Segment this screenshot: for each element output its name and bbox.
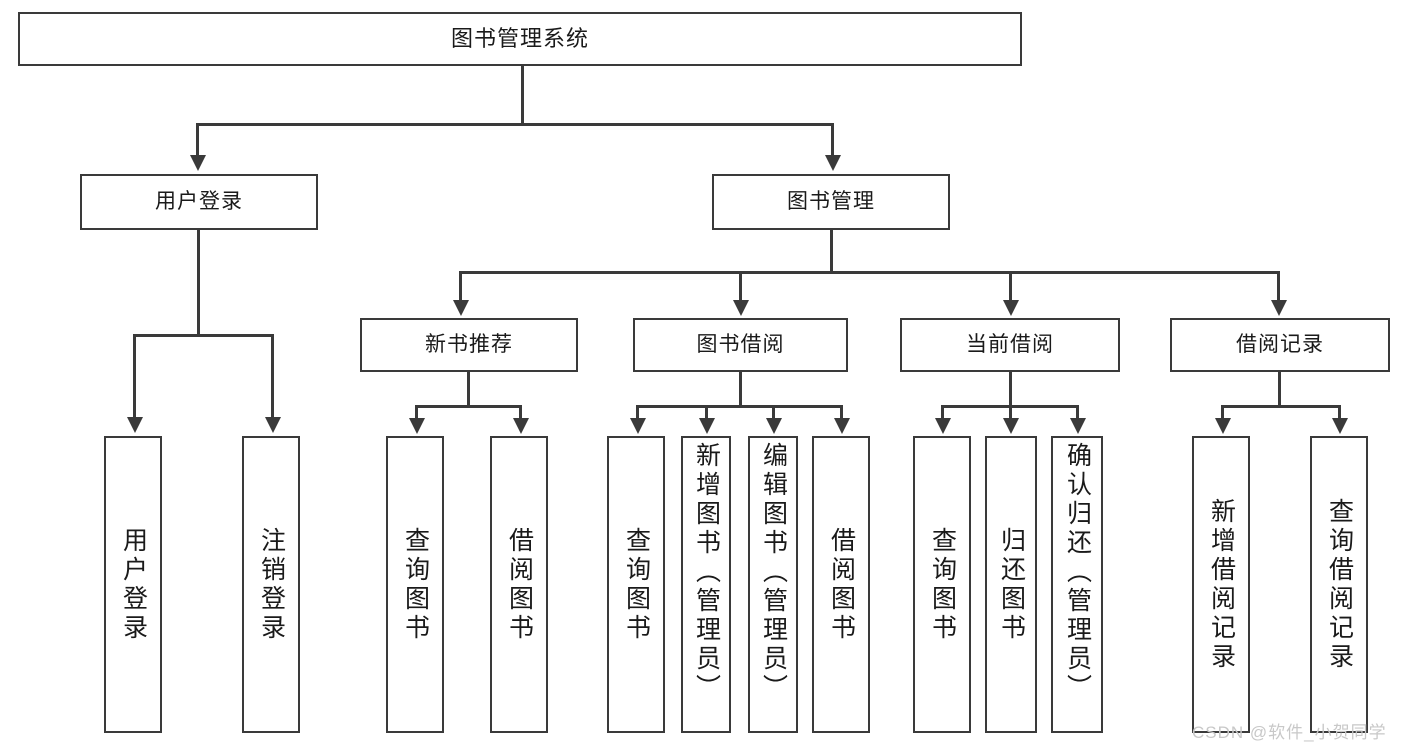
leaf-query-book-borrow[interactable]: 查询图书 [607, 436, 665, 733]
leaf-return-book[interactable]: 归还图书 [985, 436, 1037, 733]
arrow-current-to-l3 [1070, 418, 1086, 434]
node-label: 注销登录 [257, 526, 286, 643]
node-label: 查询图书 [401, 526, 430, 643]
node-book-borrow[interactable]: 图书借阅 [633, 318, 848, 372]
edge-record-to-l2 [1338, 405, 1341, 420]
leaf-query-book-recommend[interactable]: 查询图书 [386, 436, 444, 733]
node-label: 图书借阅 [696, 333, 785, 357]
node-label: 借阅记录 [1236, 333, 1324, 357]
arrow-current-to-l1 [935, 418, 951, 434]
edge-borrow-to-l1 [636, 405, 639, 420]
edge-record-to-l1 [1221, 405, 1224, 420]
arrow-current-to-l2 [1003, 418, 1019, 434]
node-label: 用户登录 [155, 190, 243, 214]
arrow-book-to-c3 [1003, 300, 1019, 316]
node-label: 当前借阅 [966, 333, 1054, 357]
arrow-user-to-leaf2 [265, 417, 281, 433]
leaf-logout[interactable]: 注销登录 [242, 436, 300, 733]
leaf-add-book-admin[interactable]: 新增图书（管理员） [681, 436, 731, 733]
edge-borrow-to-l2 [705, 405, 708, 420]
node-label: 用户登录 [119, 526, 148, 643]
arrow-user-to-leaf1 [127, 417, 143, 433]
edge-borrow-stem [739, 372, 742, 408]
edge-book-to-c4 [1277, 271, 1280, 303]
arrow-book-to-c4 [1271, 300, 1287, 316]
arrow-borrow-to-l2 [699, 418, 715, 434]
node-label: 确认归还（管理员） [1063, 442, 1092, 703]
edge-user-bar [133, 334, 274, 337]
node-label: 查询借阅记录 [1325, 497, 1354, 672]
leaf-user-login[interactable]: 用户登录 [104, 436, 162, 733]
arrow-recommend-to-l1 [409, 418, 425, 434]
edge-user-to-leaf1 [133, 334, 136, 420]
leaf-query-borrow-record[interactable]: 查询借阅记录 [1310, 436, 1368, 733]
edge-current-to-l1 [941, 405, 944, 420]
leaf-borrow-book[interactable]: 借阅图书 [812, 436, 870, 733]
arrow-book-to-c1 [453, 300, 469, 316]
edge-user-to-leaf2 [271, 334, 274, 420]
leaf-confirm-return-admin[interactable]: 确认归还（管理员） [1051, 436, 1103, 733]
leaf-edit-book-admin[interactable]: 编辑图书（管理员） [748, 436, 798, 733]
arrow-borrow-to-l1 [630, 418, 646, 434]
edge-record-bar [1221, 405, 1338, 408]
edge-root-to-user [196, 123, 199, 160]
csdn-watermark: CSDN @软件_小贺同学 [1192, 723, 1387, 742]
edge-book-to-c2 [739, 271, 742, 303]
node-label: 新增借阅记录 [1207, 497, 1236, 672]
node-label: 查询图书 [928, 526, 957, 643]
node-label: 借阅图书 [827, 526, 856, 643]
arrow-root-to-book [825, 155, 841, 171]
node-label: 新书推荐 [425, 333, 513, 357]
edge-current-to-l2 [1009, 405, 1012, 420]
edge-borrow-bar [636, 405, 843, 408]
edge-recommend-to-l1 [415, 405, 418, 420]
arrow-borrow-to-l3 [766, 418, 782, 434]
edge-record-stem [1278, 372, 1281, 408]
node-label: 借阅图书 [505, 526, 534, 643]
edge-root-to-book [831, 123, 834, 160]
node-user-login[interactable]: 用户登录 [80, 174, 318, 230]
arrow-book-to-c2 [733, 300, 749, 316]
edge-user-stem [197, 230, 200, 336]
node-book-management[interactable]: 图书管理 [712, 174, 950, 230]
edge-root-bar [196, 123, 834, 126]
edge-book-stem [830, 230, 833, 274]
node-current-borrow[interactable]: 当前借阅 [900, 318, 1120, 372]
edge-borrow-to-l3 [772, 405, 775, 420]
edge-book-to-c1 [459, 271, 462, 303]
edge-recommend-to-l2 [519, 405, 522, 420]
arrow-root-to-user [190, 155, 206, 171]
arrow-recommend-to-l2 [513, 418, 529, 434]
edge-recommend-stem [467, 372, 470, 408]
node-new-book-recommend[interactable]: 新书推荐 [360, 318, 578, 372]
edge-book-bar [459, 271, 1278, 274]
leaf-borrow-book-recommend[interactable]: 借阅图书 [490, 436, 548, 733]
edge-book-to-c3 [1009, 271, 1012, 303]
edge-current-stem [1009, 372, 1012, 408]
node-label: 新增图书（管理员） [692, 442, 721, 703]
arrow-record-to-l1 [1215, 418, 1231, 434]
edge-recommend-bar [415, 405, 522, 408]
node-label: 查询图书 [622, 526, 651, 643]
arrow-record-to-l2 [1332, 418, 1348, 434]
leaf-add-borrow-record[interactable]: 新增借阅记录 [1192, 436, 1250, 733]
leaf-query-book-current[interactable]: 查询图书 [913, 436, 971, 733]
arrow-borrow-to-l4 [834, 418, 850, 434]
edge-root-stem [521, 66, 524, 124]
node-label: 归还图书 [997, 526, 1026, 643]
node-label: 图书管理系统 [450, 25, 589, 51]
node-label: 编辑图书（管理员） [759, 442, 788, 703]
node-root-system[interactable]: 图书管理系统 [18, 12, 1022, 66]
edge-current-to-l3 [1076, 405, 1079, 420]
node-label: 图书管理 [787, 190, 875, 214]
edge-borrow-to-l4 [840, 405, 843, 420]
node-borrow-record[interactable]: 借阅记录 [1170, 318, 1390, 372]
